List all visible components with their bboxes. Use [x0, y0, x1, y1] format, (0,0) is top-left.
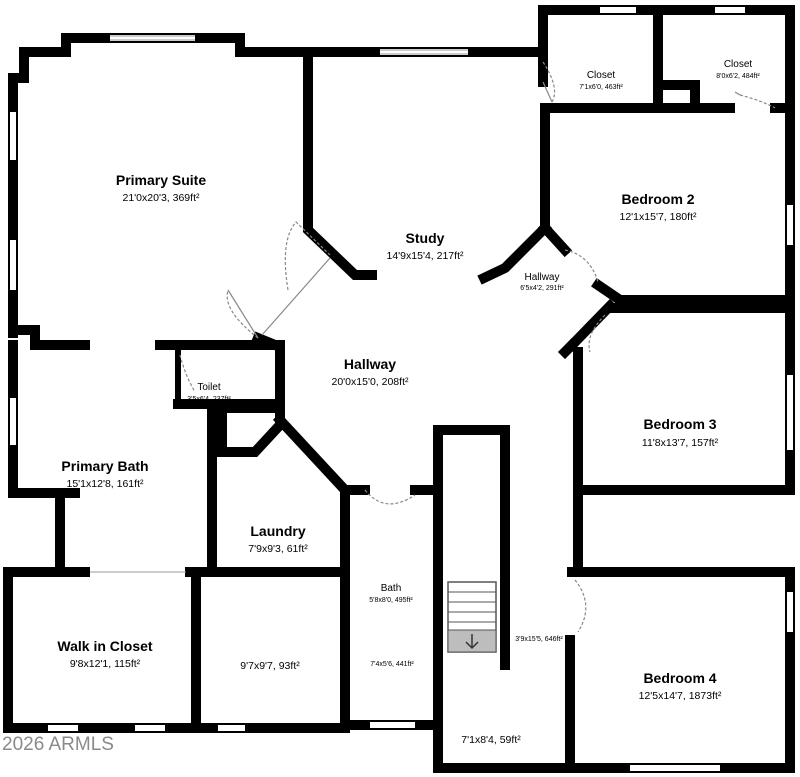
study-name: Study — [406, 230, 445, 246]
toilet-name: Toilet — [197, 382, 221, 393]
bath-name: Bath — [381, 583, 402, 594]
hallway-main-dims: 20'0x15'0, 208ft² — [332, 376, 409, 388]
bedroom-2-name: Bedroom 2 — [621, 191, 694, 207]
bath-dims: 5'8x8'0, 495ft² — [369, 597, 413, 604]
room-9-7-dims: 9'7x9'7, 93ft² — [240, 660, 300, 672]
room-7-4-dims: 7'4x5'6, 441ft² — [370, 661, 414, 668]
closet-2-dims: 8'0x6'2, 484ft² — [716, 73, 760, 80]
bedroom-3-dims: 11'8x13'7, 157ft² — [642, 437, 719, 449]
walk-in-closet-dims: 9'8x12'1, 115ft² — [70, 658, 141, 670]
toilet-dims: 3'5x6'4, 237ft² — [187, 396, 231, 403]
laundry-name: Laundry — [250, 523, 305, 539]
stairs — [447, 581, 497, 653]
landing-dims: 7'1x8'4, 59ft² — [461, 734, 521, 746]
bedroom-3-name: Bedroom 3 — [643, 416, 716, 432]
primary-bath-name: Primary Bath — [61, 458, 148, 474]
bedroom-4-name: Bedroom 4 — [643, 670, 716, 686]
primary-suite-name: Primary Suite — [116, 172, 206, 188]
laundry-dims: 7'9x9'3, 61ft² — [248, 543, 308, 555]
arrow-down-icon — [465, 634, 479, 650]
bedroom-4-dims: 12'5x14'7, 1873ft² — [639, 690, 722, 702]
closet-1-dims: 7'1x6'0, 463ft² — [579, 84, 623, 91]
doors — [179, 61, 776, 633]
bedroom-2-dims: 12'1x15'7, 180ft² — [620, 211, 697, 223]
primary-bath-dims: 15'1x12'8, 161ft² — [67, 478, 144, 490]
corridor-dims: 3'9x15'5, 646ft² — [515, 636, 563, 643]
primary-suite-dims: 21'0x20'3, 369ft² — [123, 192, 200, 204]
walk-in-closet-name: Walk in Closet — [57, 638, 153, 654]
study-dims: 14'9x15'4, 217ft² — [387, 250, 464, 262]
closet-1-name: Closet — [587, 70, 616, 81]
watermark: 2026 ARMLS — [2, 734, 114, 755]
room-labels: Primary Suite 21'0x20'3, 369ft² Study 14… — [57, 59, 760, 746]
hallway-small-name: Hallway — [524, 272, 559, 283]
hallway-small-dims: 6'5x4'2, 291ft² — [520, 285, 564, 292]
windows — [10, 7, 793, 771]
hallway-main-name: Hallway — [344, 356, 396, 372]
walls — [3, 5, 795, 773]
closet-2-name: Closet — [724, 59, 753, 70]
